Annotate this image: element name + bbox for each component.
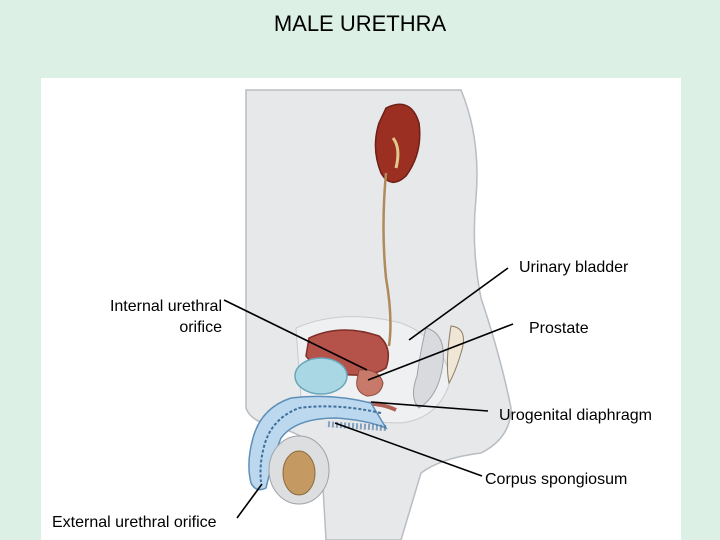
label-external-orifice: External urethral orifice xyxy=(52,513,217,532)
label-internal-orifice-line2: orifice xyxy=(71,318,222,337)
figure-panel: Urinary bladder Internal urethral orific… xyxy=(41,78,681,540)
leader-external-orifice xyxy=(237,484,262,518)
pubic-symphysis xyxy=(295,358,347,394)
label-corpus-spongiosum: Corpus spongiosum xyxy=(485,470,627,489)
label-prostate: Prostate xyxy=(529,319,589,338)
label-urinary-bladder: Urinary bladder xyxy=(519,258,628,277)
slide-title: MALE URETHRA xyxy=(0,11,720,37)
label-internal-orifice-line1: Internal urethral xyxy=(71,297,222,316)
label-urogenital-diaphragm: Urogenital diaphragm xyxy=(499,406,652,425)
testis xyxy=(283,451,315,495)
